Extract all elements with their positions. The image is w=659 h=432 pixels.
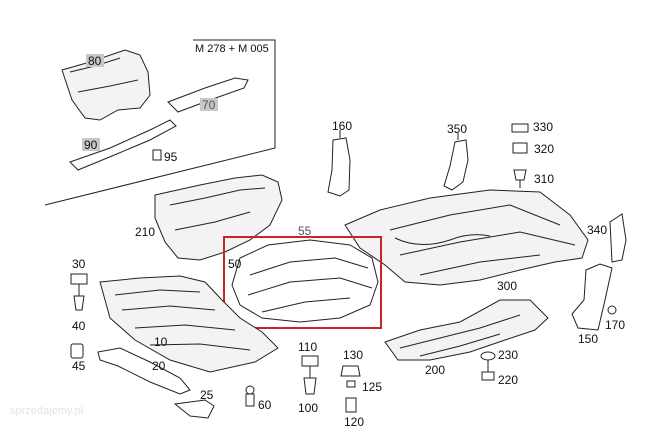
part-50-group: 50 [223,236,382,329]
part-40-shape [73,295,85,311]
label-25: 25 [200,388,214,402]
label-80: 80 [88,54,102,68]
part-350-shape [443,139,469,191]
part-125-shape [346,380,356,388]
label-160: 160 [332,119,352,133]
part-330-shape [511,123,529,133]
inset-title: M 278 + M 005 [195,43,269,55]
label-30: 30 [72,257,86,271]
label-340: 340 [587,223,607,237]
part-210-group: 210 [135,174,283,261]
part-160-group: 160 [327,119,352,197]
part-300-ribs [389,204,576,276]
label-110: 110 [298,340,317,354]
part-300-group: 300 [344,189,589,293]
part-340-shape [609,213,627,263]
label-100: 100 [298,401,318,415]
watermark: sprzedajemy.pl [10,405,83,417]
part-20-shape [97,347,191,395]
part-10-ribs [114,289,251,351]
part-20-group: 20 [97,347,191,395]
part-45-shape [70,343,84,359]
label-40: 40 [72,319,86,333]
part-80-shape [61,49,151,121]
label-120: 120 [344,415,364,429]
label-170: 170 [605,318,625,332]
part-110-100-group: 110 100 [298,340,319,415]
part-320-shape [512,142,528,154]
part-300-cable [394,234,491,245]
label-70: 70 [202,98,216,112]
label-60: 60 [258,398,272,412]
part-60-shape [245,393,255,407]
part-120-shape [345,397,357,413]
part-200-group: 200 [384,299,549,377]
part-95-shape [152,149,162,161]
label-230: 230 [498,348,518,362]
badge-90 [82,138,100,151]
label-90: 90 [84,138,98,152]
label-125: 125 [362,380,382,394]
part-350-group: 350 [443,122,469,191]
part-100-shape [303,377,317,395]
label-310: 310 [534,172,554,186]
inset-border [44,39,276,206]
label-50: 50 [228,257,242,271]
part-200-shape [384,299,549,361]
label-95: 95 [164,150,178,164]
label-210: 210 [135,225,155,239]
label-45: 45 [72,359,86,373]
label-150: 150 [578,332,598,346]
label-320: 320 [534,142,554,156]
part-60-head [245,385,255,395]
label-20: 20 [152,359,166,373]
part-90-shape [69,119,177,171]
part-70-shape [167,77,249,113]
part-210-shape [154,174,283,261]
part-210-detail [169,187,266,231]
highlight-box [223,236,382,329]
label-10: 10 [154,335,168,349]
part-30-shape [70,273,88,285]
fastener-stack-group: 330 320 310 [511,120,554,188]
part-130-group: 130 125 120 [340,348,382,429]
label-130: 130 [343,348,363,362]
inset-group: M 278 + M 005 80 70 90 95 [44,39,276,206]
part-50-ribs [247,257,373,313]
part-25-shape [173,399,215,419]
badge-70 [200,98,218,111]
part-25-group: 25 [173,388,215,419]
part-230-shape [480,351,496,361]
label-350: 350 [447,122,467,136]
part-300-shape [344,189,589,286]
part-160-shape [327,137,351,197]
label-220: 220 [498,373,518,387]
part-10-group: 10 [99,275,279,373]
part-60-group: 60 [245,385,272,412]
badge-80 [86,54,104,67]
part-130-shape [340,365,361,377]
part-200-ribs [399,314,521,357]
label-55: 55 [298,224,312,238]
part-220-shape [481,371,495,381]
part-170-shape [607,305,617,315]
label-300: 300 [497,279,517,293]
part-310-shape [513,169,527,181]
part-340-group: 340 [587,213,627,263]
left-fasteners-group: 30 40 45 [70,257,88,373]
part-110-shape [301,355,319,367]
label-200: 200 [425,363,445,377]
part-150-group: 150 170 [571,263,625,346]
label-330: 330 [533,120,553,134]
part-150-shape [571,263,613,331]
part-230-220-group: 230 220 [480,348,518,387]
